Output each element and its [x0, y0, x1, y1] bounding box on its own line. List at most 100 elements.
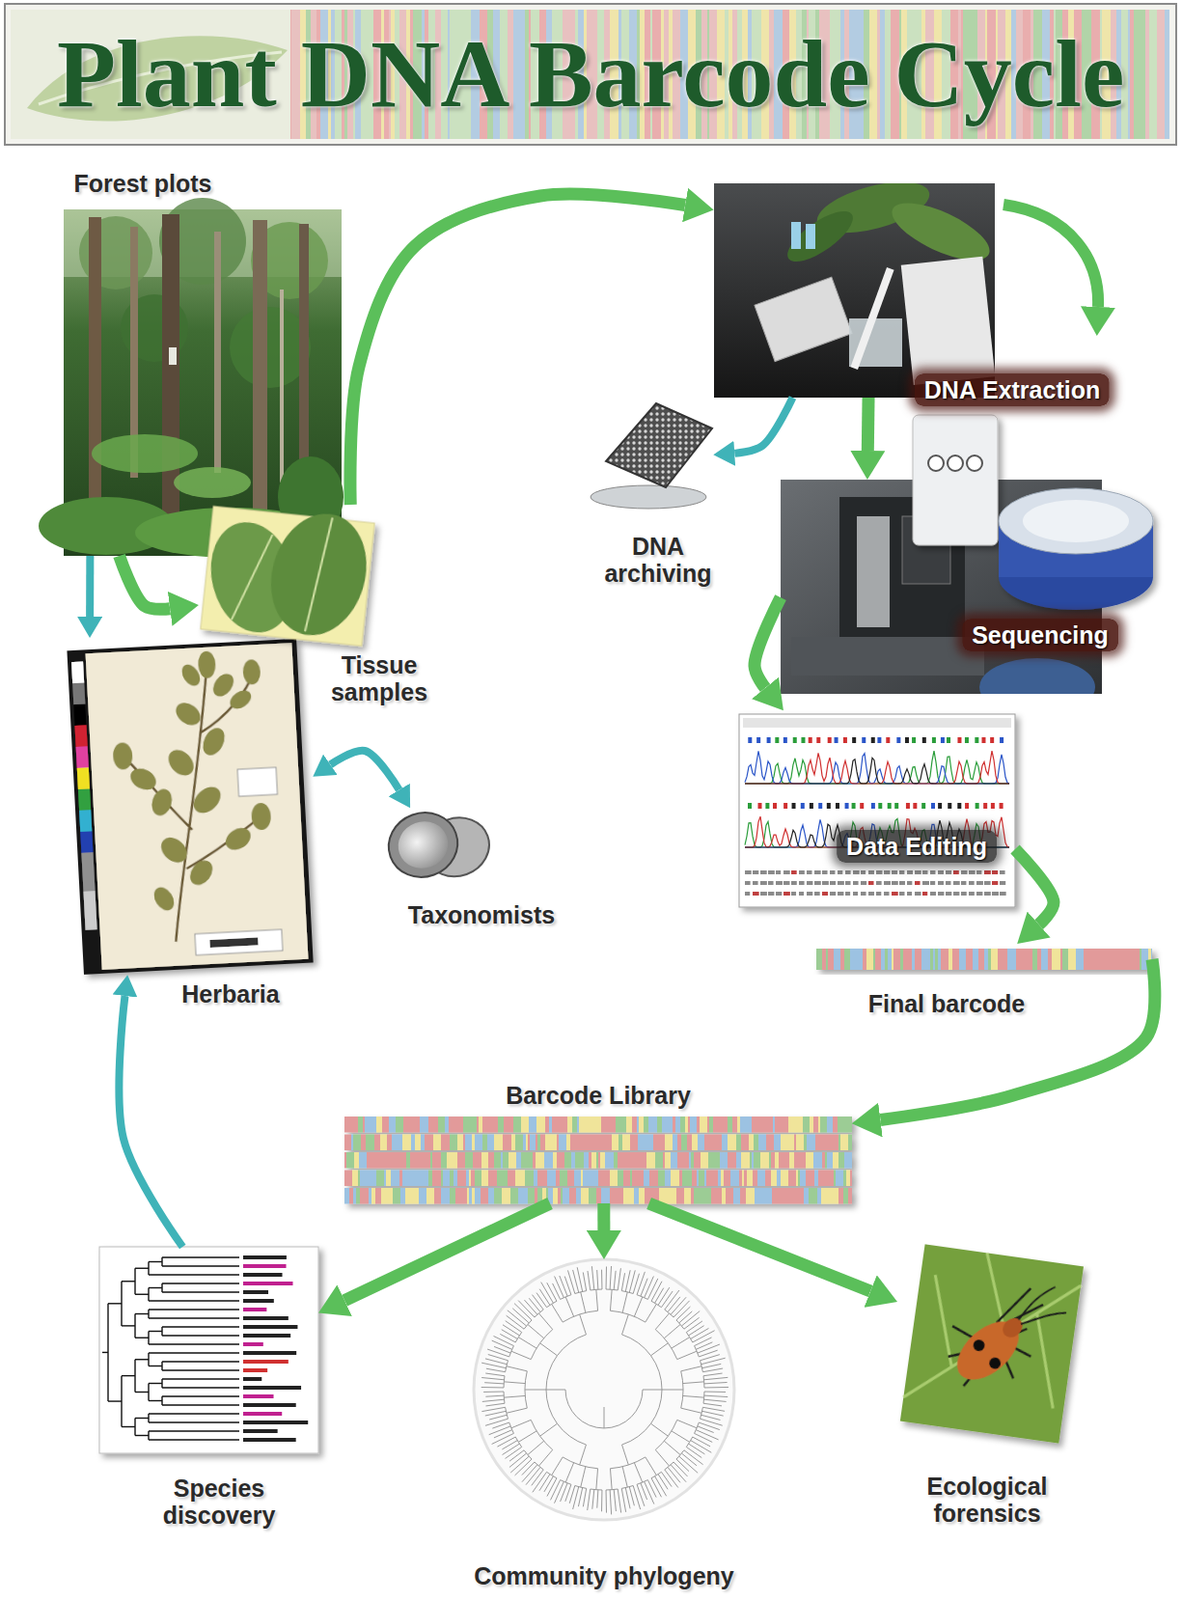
phylogeny-branch [505, 1320, 523, 1333]
barcode-stripe [1068, 948, 1076, 970]
barcode-stripe [617, 1187, 624, 1205]
phylogeny-branch [617, 1267, 621, 1291]
tree-branch [135, 1358, 149, 1360]
barcode-stripe [580, 1170, 583, 1187]
sequence-mark [852, 891, 858, 896]
base-mark [772, 802, 777, 809]
base-mark [989, 737, 994, 743]
sequence-mark [976, 891, 983, 896]
tree-branch [162, 1325, 240, 1327]
barcode-stripe [481, 1152, 484, 1169]
phylogeny-branch [667, 1466, 681, 1483]
barcode-stripe [527, 1134, 530, 1152]
phylogeny-branch [492, 1422, 509, 1429]
base-mark [852, 802, 856, 809]
barcode-stripe [622, 1134, 631, 1152]
barcode-stripe [887, 948, 892, 970]
phylogeny-branch [565, 1296, 574, 1317]
barcode-stripe [601, 1187, 610, 1205]
phylogeny-branch [660, 1471, 672, 1486]
barcode-stripe [657, 1116, 662, 1133]
barcode-stripe [846, 1170, 851, 1187]
base-mark [990, 802, 995, 809]
phylogeny-branch [541, 1282, 554, 1304]
barcode-stripe [385, 1170, 388, 1187]
barcode-stripe [351, 1116, 358, 1133]
barcode-stripe [344, 1134, 352, 1152]
barcode-stripe [474, 1152, 482, 1169]
phylogeny-branch [684, 1317, 700, 1329]
tree-branch [148, 1261, 163, 1263]
barcode-stripe [405, 1187, 411, 1205]
barcode-stripe [766, 1116, 773, 1133]
barcode-stripe [1145, 9, 1150, 139]
barcode-stripe [682, 1170, 685, 1187]
barcode-stripe [921, 948, 931, 970]
taxon-mark [243, 1290, 269, 1294]
sequence-mark [829, 891, 836, 896]
barcode-stripe [748, 1134, 754, 1152]
barcode-stripe [399, 1170, 403, 1187]
barcode-stripe [502, 1152, 509, 1169]
phylogeny-branch [651, 1343, 669, 1356]
phylogeny-branch [601, 1269, 603, 1290]
flow-arrow [1015, 849, 1054, 925]
barcode-stripe [757, 1170, 766, 1187]
barcode-stripe [740, 1116, 745, 1133]
barcode-stripe [596, 1187, 602, 1205]
barcode-stripe [557, 1187, 561, 1205]
base-mark [808, 737, 813, 743]
barcode-stripe [555, 1170, 560, 1187]
barcode-stripe [937, 948, 941, 970]
phylogeny-branch [540, 1343, 558, 1356]
phylogeny-branch [697, 1344, 720, 1353]
barcode-stripe [451, 1170, 454, 1187]
sequence-mark [868, 891, 875, 896]
sequence-mark [868, 880, 875, 885]
barcode-stripe [544, 1152, 553, 1169]
tree-branch [148, 1351, 240, 1353]
phylogeny-branch [597, 1269, 599, 1290]
sequence-mark [891, 880, 899, 885]
barcode-stripe [696, 1116, 700, 1133]
phylogeny-branch [658, 1287, 670, 1305]
phylogeny-branch [703, 1376, 728, 1379]
barcode-stripe [515, 1134, 523, 1152]
sequence-mark [860, 870, 866, 875]
loupe-icon [379, 793, 497, 897]
barcode-stripe [848, 1187, 853, 1205]
phylogeny-branch [582, 1487, 586, 1507]
barcode-stripe [658, 1170, 665, 1187]
barcode-stripe [764, 1152, 770, 1169]
sequence-mark [883, 891, 889, 896]
barcode-stripe [826, 1116, 833, 1133]
tree-branch [148, 1412, 240, 1414]
phylogeny-branch [481, 1362, 506, 1369]
phylogeny-branch [503, 1395, 525, 1398]
barcode-stripe [1142, 9, 1146, 139]
barcode-stripe [794, 1134, 797, 1152]
flow-arrow [119, 555, 171, 609]
barcode-stripe [482, 1134, 488, 1152]
barcode-stripe [794, 1152, 798, 1169]
phylogeny-branch [622, 1334, 662, 1445]
barcode-stripe [709, 1134, 715, 1152]
barcode-stripe [799, 1170, 806, 1187]
barcode-stripe [474, 1134, 483, 1152]
sequence-mark [837, 870, 843, 875]
barcode-stripe [411, 1134, 415, 1152]
phylogeny-branch [681, 1366, 702, 1372]
barcode-stripe [684, 1170, 692, 1187]
barcode-stripe [474, 1187, 481, 1205]
taxon-mark [243, 1264, 287, 1268]
base-mark [793, 737, 798, 743]
barcode-stripe [368, 1187, 372, 1205]
barcode-stripe [541, 1152, 545, 1169]
phylogeny-branch [485, 1410, 507, 1416]
barcode-stripe [644, 1187, 648, 1205]
barcode-stripe [613, 1152, 618, 1169]
phylogeny-branch [604, 1406, 605, 1429]
barcode-stripe [845, 1116, 853, 1133]
barcode-stripe [770, 1170, 777, 1187]
barcode-stripe [522, 1134, 526, 1152]
